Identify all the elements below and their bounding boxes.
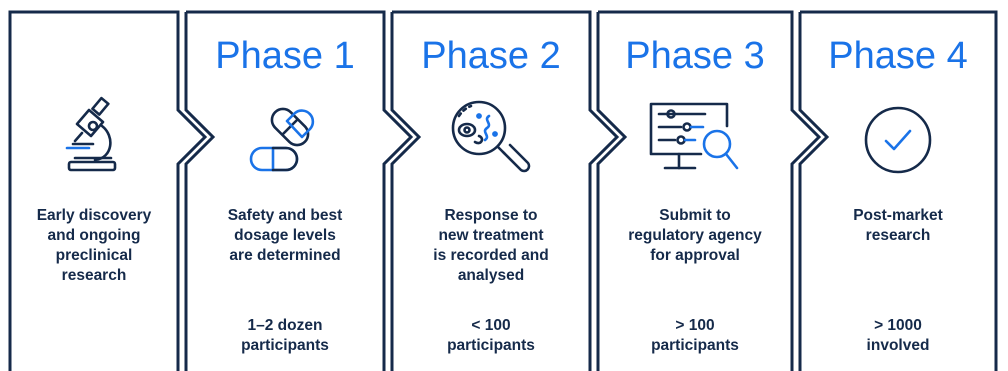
panel-1-frame (8, 10, 208, 371)
panel-3-left-edge (390, 12, 422, 371)
participant-count: < 100 participants (447, 317, 535, 354)
panel-phase-1: Phase 1 Safety and best dosage levels ar… (186, 0, 384, 371)
panel-description: Post-market research (853, 207, 943, 244)
phase-title: Phase 3 (625, 35, 765, 77)
panel-4-frame (598, 10, 822, 371)
phase-title: Phase 1 (215, 35, 355, 77)
panel-3-frame (392, 10, 620, 371)
participant-count: > 1000 involved (866, 317, 930, 354)
panel-preclinical: Early discovery and ongoing preclinical … (10, 0, 178, 371)
monitor-analysis-icon (649, 102, 739, 170)
panel-description: Submit to regulatory agency for approval (628, 207, 762, 264)
panel-phase-3: Phase 3 Submit to regulatory (598, 0, 792, 371)
panel-5-frame (800, 10, 998, 371)
panel-5-left-edge (798, 12, 830, 371)
panel-2-frame (186, 10, 414, 371)
checkmark-circle-icon (864, 106, 932, 174)
microscope-icon (65, 96, 117, 172)
phase-title: Phase 2 (421, 35, 561, 77)
panel-phase-4: Phase 4 Post-market research > 1000 invo… (800, 0, 996, 371)
magnifier-bacteria-icon (451, 100, 531, 173)
panel-description: Safety and best dosage levels are determ… (227, 207, 343, 264)
phase-title: Phase 4 (828, 35, 968, 77)
capsules-icon (249, 107, 315, 172)
panel-phase-2: Phase 2 Response to new treatment is rec… (392, 0, 590, 371)
participant-count: 1–2 dozen participants (241, 317, 329, 354)
panel-description: Response to new treatment is recorded an… (433, 207, 549, 284)
panel-4-left-edge (596, 12, 628, 371)
panel-description: Early discovery and ongoing preclinical … (36, 207, 152, 284)
panel-2-left-edge (184, 12, 216, 371)
participant-count: > 100 participants (651, 317, 739, 354)
